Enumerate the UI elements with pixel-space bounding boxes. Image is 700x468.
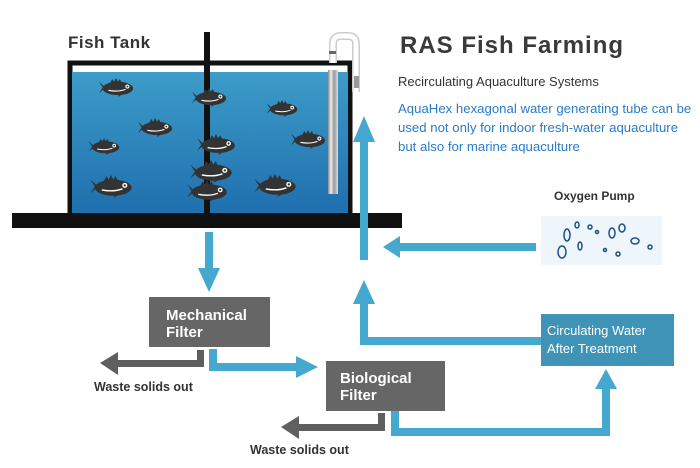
flow-circ-to-tank [360,337,542,345]
biological-filter-line1: Biological [340,370,412,387]
tank-divider [204,32,210,214]
flow-oxygen-in [396,243,536,251]
flow-tank-to-mech [205,232,213,272]
waste-label-mechanical: Waste solids out [94,380,193,394]
biological-filter-box: Biological Filter [326,361,445,411]
subtitle: Recirculating Aquaculture Systems [398,74,599,89]
mechanical-filter-box: Mechanical Filter [149,297,270,347]
oxygen-pump-bubbles [541,216,662,265]
page-title: RAS Fish Farming [400,32,625,59]
mechanical-filter-line1: Mechanical [166,307,247,324]
waste-label-biological: Waste solids out [250,443,349,457]
description: AquaHex hexagonal water generating tube … [398,101,692,154]
flow-up-to-tank [360,140,368,260]
waste-arrow-mechanical [114,360,204,367]
circulating-water-line2: After Treatment [547,341,637,356]
flow-bio-to-circ [391,428,610,436]
aquahex-tube [328,70,338,194]
flow-arrows [198,116,617,436]
waste-arrow-biological [295,424,385,431]
flow-mech-to-bio [209,363,299,371]
biological-filter-line2: Filter [340,387,377,404]
circulating-water-line1: Circulating Water [547,323,647,338]
circulating-water-box: Circulating Water After Treatment [541,314,674,366]
mechanical-filter-line2: Filter [166,324,203,341]
tank-base [12,213,402,228]
fish-tank-label: Fish Tank [68,33,151,52]
waste-arrows [100,350,385,439]
oxygen-pump-label: Oxygen Pump [554,189,635,203]
